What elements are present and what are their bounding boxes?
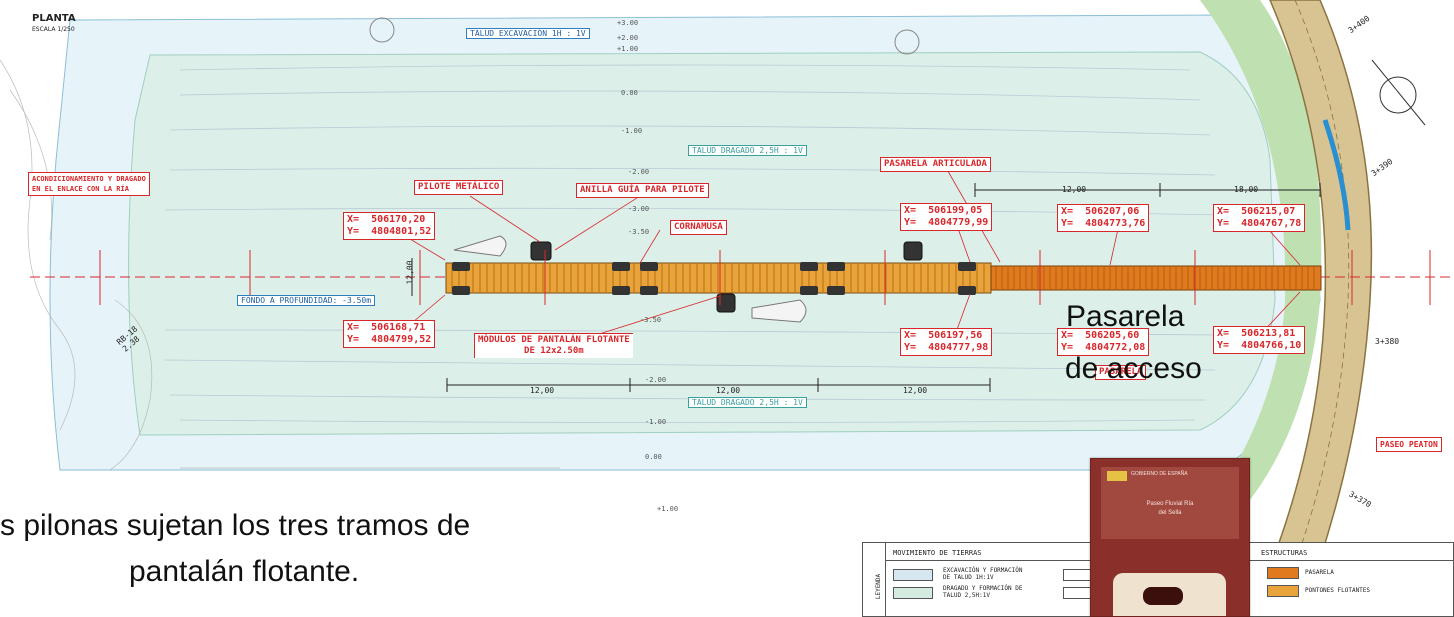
level-label: -1.00 bbox=[621, 127, 643, 135]
card-picture bbox=[1113, 573, 1226, 616]
bollard-circles bbox=[369, 17, 920, 55]
label-pilote: PILOTE METÁLICO bbox=[414, 180, 504, 195]
north-arrow bbox=[1371, 59, 1426, 126]
level-label: -3.50 bbox=[640, 316, 662, 324]
coord-box-7: X= 506215,07 Y= 4804767,78 bbox=[1213, 204, 1306, 232]
level-label: -3.00 bbox=[628, 205, 650, 213]
overlay-pasarela-line2: de acceso bbox=[1065, 352, 1202, 385]
label-talud-dragado-top: TALUD DRAGADO 2,5H : 1V bbox=[688, 145, 807, 156]
dimension-label: 12,00 bbox=[530, 386, 555, 395]
label-anilla: ANILLA GUÍA PARA PILOTE bbox=[576, 183, 709, 198]
coat-of-arms-icon bbox=[1107, 471, 1127, 481]
label-talud-dragado-bottom: TALUD DRAGADO 2,5H : 1V bbox=[688, 397, 807, 408]
level-label: 0.00 bbox=[621, 89, 638, 97]
plan-scale: ESCALA 1/250 bbox=[32, 26, 75, 33]
dimension-label: 18,00 bbox=[1234, 185, 1259, 194]
legend-swatch-pontones bbox=[1267, 585, 1299, 597]
dimension-label: 12,00 bbox=[903, 386, 928, 395]
label-modulos: MÓDULOS DE PANTALÁN FLOTANTE DE 12x2.50m bbox=[474, 333, 633, 358]
legend-right-title: ESTRUCTURAS bbox=[1261, 549, 1308, 557]
kayak-figure-icon bbox=[1143, 587, 1183, 605]
overlay-caption-line2: pantalán flotante. bbox=[129, 555, 360, 588]
label-acondicionamiento: ACONDICIONAMIENTO Y DRAGADO EN EL ENLACE… bbox=[28, 172, 150, 196]
station-label: 3+380 bbox=[1375, 337, 1400, 346]
level-label: 0.00 bbox=[645, 453, 662, 461]
card-line2: del Sella bbox=[1158, 510, 1182, 516]
dimension-lines bbox=[411, 183, 1321, 392]
coord-box-6: X= 506205,60 Y= 4804772,08 bbox=[1057, 328, 1150, 356]
brochure-card: GOBIERNO DE ESPAÑA Paseo Fluvial Ría del… bbox=[1090, 458, 1250, 617]
label-paseo: PASEO PEATON bbox=[1376, 437, 1442, 452]
piles bbox=[530, 241, 923, 313]
label-talud-excavacion: TALUD EXCAVACIÓN 1H : 1V bbox=[466, 28, 590, 39]
label-pasarela-small: PASARELA bbox=[1095, 365, 1147, 380]
legend-swatch-dredge bbox=[893, 587, 933, 599]
coord-box-5: X= 506207,06 Y= 4804773,76 bbox=[1057, 204, 1150, 232]
coord-box-2: X= 506168,71 Y= 4804799,52 bbox=[343, 320, 436, 348]
boats bbox=[453, 235, 807, 323]
coord-box-3: X= 506199,05 Y= 4804779,99 bbox=[900, 203, 993, 231]
terrain-left bbox=[0, 59, 153, 471]
level-label: -1.00 bbox=[645, 418, 667, 426]
card-org: GOBIERNO DE ESPAÑA bbox=[1131, 471, 1188, 477]
plan-title: PLANTA bbox=[32, 13, 76, 24]
level-label: +3.00 bbox=[617, 19, 639, 27]
level-label: +1.00 bbox=[657, 505, 679, 513]
legend-row2: DRAGADO Y FORMACIÓN DE TALUD 2,5H:1V bbox=[943, 585, 1023, 599]
dimension-label: 12,00 bbox=[1062, 185, 1087, 194]
legend-side: LEYENDA bbox=[875, 573, 883, 600]
level-label: -3.50 bbox=[628, 228, 650, 236]
level-label: +1.00 bbox=[617, 45, 639, 53]
green-bank bbox=[1200, 0, 1322, 500]
coord-box-1: X= 506170,20 Y= 4804801,52 bbox=[343, 212, 436, 240]
dimension-label: 12,00 bbox=[716, 386, 741, 395]
level-label: -2.00 bbox=[645, 376, 667, 384]
level-label: +2.00 bbox=[617, 34, 639, 42]
legend-row1: EXCAVACIÓN Y FORMACIÓN DE TALUD 1H:1V bbox=[943, 567, 1023, 581]
overlay-caption-line1: s pilonas sujetan los tres tramos de bbox=[0, 509, 471, 542]
coord-box-8: X= 506213,81 Y= 4804766,10 bbox=[1213, 326, 1306, 354]
blue-channel bbox=[1322, 119, 1351, 231]
legend-r2: PONTONES FLOTANTES bbox=[1305, 587, 1371, 594]
overlay-pasarela-line1: Pasarela bbox=[1066, 300, 1185, 333]
label-pasarela-articulada: PASARELA ARTICULADA bbox=[880, 157, 991, 172]
coord-box-4: X= 506197,56 Y= 4804777,98 bbox=[900, 328, 993, 356]
pontoon-cleats bbox=[452, 262, 976, 295]
legend-swatch-excavation bbox=[893, 569, 933, 581]
road bbox=[1249, 0, 1373, 615]
legend-r1: PASARELA bbox=[1305, 569, 1334, 576]
legend-left-title: MOVIMIENTO DE TIERRAS bbox=[893, 549, 982, 557]
label-cornamusa: CORNAMUSA bbox=[670, 220, 727, 235]
legend-swatch-pasarela bbox=[1267, 567, 1299, 579]
level-label: -2.00 bbox=[628, 168, 650, 176]
card-line1: Paseo Fluvial Ría bbox=[1146, 501, 1194, 507]
label-fondo: FONDO A PROFUNDIDAD: -3.50m bbox=[237, 295, 376, 306]
card-header: GOBIERNO DE ESPAÑA Paseo Fluvial Ría del… bbox=[1101, 467, 1239, 539]
dimension-label: 12,00 bbox=[405, 260, 415, 285]
